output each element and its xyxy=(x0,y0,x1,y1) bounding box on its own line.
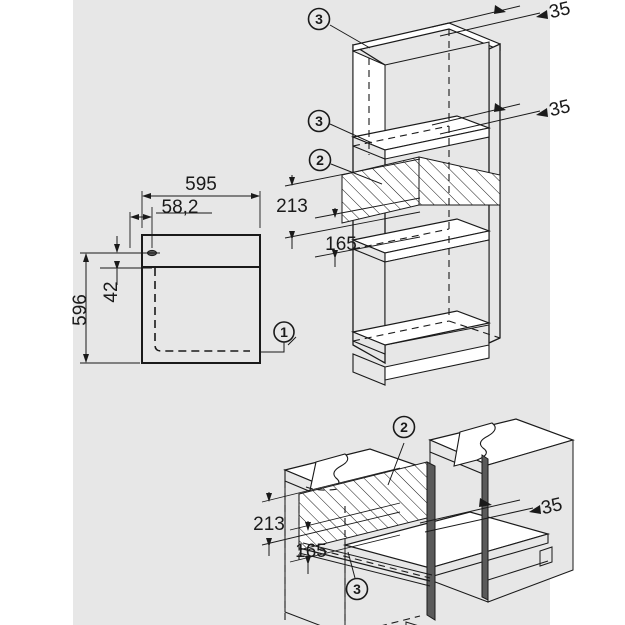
dimension-shelf-165: 165 xyxy=(314,197,421,267)
detail-depth-arrow-a xyxy=(479,498,492,507)
detail-balloon-2-leader xyxy=(387,442,405,486)
cabinet-isometric-view: 35 35 213 165 xyxy=(276,0,572,386)
cabinet-shelf-upper-front xyxy=(384,127,490,160)
front-elevation-view: 595 58,2 42 596 xyxy=(70,174,297,364)
cabinet-right-bottom xyxy=(488,337,501,344)
depth-mid-arrow-a xyxy=(494,103,506,112)
balloon-3-mid[interactable]: 3 xyxy=(307,109,373,144)
dimension-width-595: 595 xyxy=(141,174,261,228)
detail-dimension-213: 213 xyxy=(253,467,401,556)
balloon-3-top[interactable]: 3 xyxy=(307,7,371,49)
dimension-panel-label: 42 xyxy=(101,281,122,302)
detail-balloon-3-circle xyxy=(345,577,369,601)
detail-right-plinth-notch xyxy=(539,546,553,567)
depth-mid-arrow-b xyxy=(536,108,548,117)
cavity-dashed-outline xyxy=(154,268,250,352)
dimension-height-596: 596 xyxy=(70,252,140,364)
detail-dimension-165-label: 165 xyxy=(295,541,327,562)
balloon-1-label: 1 xyxy=(280,324,288,340)
depth-top-arrow-b xyxy=(536,10,548,19)
dimension-depth-top-label: 35 xyxy=(547,0,572,23)
dimension-depth-mid-label: 35 xyxy=(547,96,572,121)
balloon-1-leader xyxy=(260,341,285,353)
detail-right-post xyxy=(481,454,489,601)
detail-dimension-165: 165 xyxy=(289,502,401,574)
detail-front-post xyxy=(426,461,436,621)
appliance-outline xyxy=(141,234,261,364)
balloon-1-tick xyxy=(287,336,297,346)
balloon-3-top-label: 3 xyxy=(315,11,323,27)
depth-top-arrow-a xyxy=(494,5,506,14)
detail-shelf-stripes xyxy=(298,542,433,587)
balloon-3-mid-label: 3 xyxy=(315,113,323,129)
detail-dimension-35-label: 35 xyxy=(539,494,564,519)
detail-dimension-213-label: 213 xyxy=(253,514,285,535)
detail-depth-arrow-b xyxy=(529,505,541,514)
balloon-3-top-circle xyxy=(307,7,331,31)
dimension-offset-58-2: 58,2 xyxy=(129,197,212,248)
dimension-niche-213-label: 213 xyxy=(276,196,308,217)
detail-plinth-line xyxy=(487,560,549,581)
detail-dimension-35: 35 xyxy=(419,494,564,533)
dimension-depth-mid-35: 35 xyxy=(431,96,572,135)
balloon-2-niche[interactable]: 2 xyxy=(308,148,383,185)
dimension-height-label: 596 xyxy=(70,294,91,326)
balloon-2-niche-circle xyxy=(308,148,332,172)
balloon-3-top-leader xyxy=(329,24,371,49)
detail-isometric-view: 213 165 35 2 3 xyxy=(253,415,575,625)
niche-hatched-area-right xyxy=(418,156,501,206)
detail-balloon-2[interactable]: 2 xyxy=(387,415,416,486)
balloon-3-mid-circle xyxy=(307,109,331,133)
cabinet-plinth-left xyxy=(352,353,386,386)
detail-balloon-3-label: 3 xyxy=(353,581,361,597)
detail-balloon-2-circle xyxy=(392,415,416,439)
balloon-3-mid-leader xyxy=(329,123,373,144)
detail-balloon-2-label: 2 xyxy=(400,419,408,435)
dimension-depth-top-35: 35 xyxy=(431,0,572,37)
dimension-offset-label: 58,2 xyxy=(162,197,199,218)
dimension-shelf-165-label: 165 xyxy=(325,234,357,255)
detail-balloon-3[interactable]: 3 xyxy=(345,551,369,601)
cabinet-base-shelf-edge xyxy=(352,331,386,355)
balloon-1[interactable]: 1 xyxy=(260,321,297,353)
balloon-2-niche-label: 2 xyxy=(316,152,324,168)
cabinet-plinth-front xyxy=(384,344,490,381)
balloon-1-circle xyxy=(273,321,295,343)
dimension-width-label: 595 xyxy=(185,174,217,195)
detail-hidden-lines xyxy=(284,481,431,625)
cabinet-hidden-lines xyxy=(352,29,501,342)
detail-balloon-3-leader xyxy=(347,551,356,579)
balloon-2-niche-leader xyxy=(330,163,383,185)
